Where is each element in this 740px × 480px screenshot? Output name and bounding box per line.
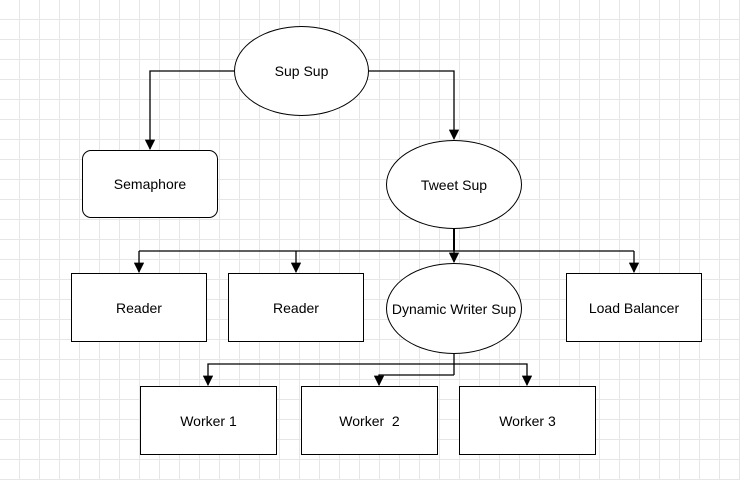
node-semaphore[interactable]: Semaphore <box>82 150 218 218</box>
edge-supsup-semaphore <box>144 70 234 151</box>
edge-dws-worker2 <box>373 374 454 387</box>
node-worker-1[interactable]: Worker 1 <box>140 386 277 455</box>
node-label: Semaphore <box>113 176 187 192</box>
node-label: Tweet Sup <box>420 176 488 193</box>
node-tweet-sup[interactable]: Tweet Sup <box>386 140 522 229</box>
node-load-balancer[interactable]: Load Balancer <box>566 273 702 342</box>
node-label: Sup Sup <box>274 63 329 79</box>
edge-dws-worker3 <box>454 363 533 387</box>
node-reader-1[interactable]: Reader <box>71 273 207 342</box>
edge-supsup-tweetsup <box>369 70 460 141</box>
node-label: Worker 2 <box>339 412 400 429</box>
node-worker-2[interactable]: Worker 2 <box>301 386 438 455</box>
node-label: Reader <box>116 299 162 316</box>
node-label: Worker 1 <box>180 412 237 429</box>
node-label: Worker 3 <box>499 412 556 429</box>
node-label: Reader <box>273 299 319 316</box>
node-label: Load Balancer <box>588 299 680 316</box>
node-worker-3[interactable]: Worker 3 <box>459 386 596 455</box>
node-reader-2[interactable]: Reader <box>228 273 364 342</box>
node-label: Dynamic Writer Sup <box>391 300 517 317</box>
node-dynamic-writer-sup[interactable]: Dynamic Writer Sup <box>386 263 522 354</box>
node-sup-sup[interactable]: Sup Sup <box>234 26 369 116</box>
edge-dws-worker1 <box>202 363 454 387</box>
